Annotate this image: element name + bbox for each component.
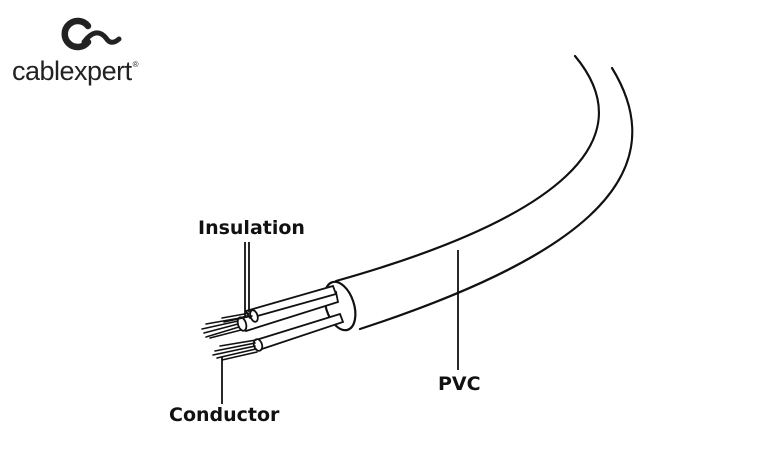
pvc-jacket <box>323 54 634 332</box>
insulated-wires <box>236 284 345 352</box>
leader-lines <box>221 242 459 404</box>
cablexpert-logo-icon <box>61 17 122 51</box>
pvc-label: PVC <box>438 373 481 395</box>
logo-wordmark: cablexpert <box>12 56 132 86</box>
registered-mark: ® <box>132 60 139 69</box>
insulation-label: Insulation <box>198 217 305 239</box>
cablexpert-logo-text: cablexpert® <box>12 56 139 86</box>
conductor-strands <box>201 312 258 361</box>
conductor-label: Conductor <box>169 404 280 426</box>
